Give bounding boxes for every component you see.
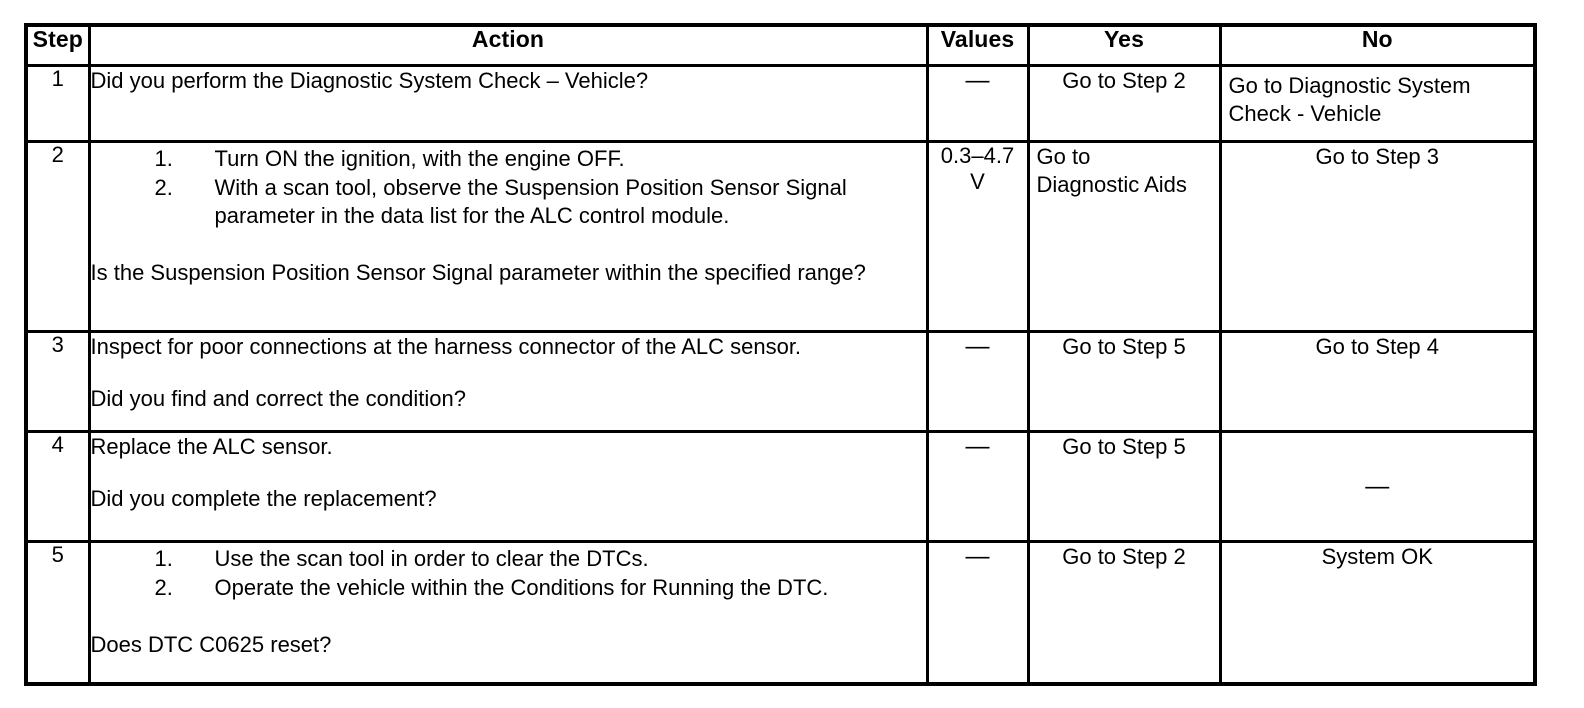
values-cell: — <box>925 430 1030 543</box>
values-cell: 0.3–4.7 V <box>925 140 1030 333</box>
no-cell: — <box>1218 430 1537 543</box>
yes-cell-line-2: Diagnostic Aids <box>1036 171 1187 197</box>
step-number-cell: 2 <box>24 140 91 333</box>
table-row: 5 1. Use the scan tool in order to clear… <box>24 540 1537 685</box>
action-text: Inspect for poor connections at the harn… <box>90 334 802 359</box>
action-cell: Inspect for poor connections at the harn… <box>87 330 929 433</box>
yes-cell: Go to Step 5 <box>1026 430 1222 543</box>
table-row: 1 Did you perform the Diagnostic System … <box>24 64 1537 143</box>
table-row: 3 Inspect for poor connections at the ha… <box>24 330 1537 433</box>
step-number-cell: 3 <box>24 330 91 433</box>
action-question: Is the Suspension Position Sensor Signal… <box>90 259 866 285</box>
action-question: Did you find and correct the condition? <box>90 385 466 411</box>
yes-cell: Go to Step 5 <box>1026 330 1222 433</box>
list-item-number: 2. <box>154 574 173 600</box>
list-item-text: Operate the vehicle within the Condition… <box>214 574 829 600</box>
yes-cell: Go to Step 2 <box>1026 540 1222 685</box>
no-cell: System OK <box>1218 540 1537 685</box>
column-header-step: Step <box>24 23 91 67</box>
diagnostic-procedure-table: Step Action Values Yes No 1 Did you perf… <box>24 23 1537 686</box>
column-header-yes: Yes <box>1026 23 1222 67</box>
values-cell: — <box>925 330 1030 433</box>
action-cell: 1. Use the scan tool in order to clear t… <box>87 540 929 685</box>
step-number-cell: 5 <box>24 540 91 685</box>
list-item: 1. Use the scan tool in order to clear t… <box>91 545 926 573</box>
spacer <box>91 361 926 383</box>
action-text: Did you perform the Diagnostic System Ch… <box>90 68 649 93</box>
yes-cell-line-1: Go to <box>1036 144 1091 169</box>
list-item-text: With a scan tool, observe the Suspension… <box>214 174 847 228</box>
header-row: Step Action Values Yes No <box>24 23 1537 67</box>
action-cell: Did you perform the Diagnostic System Ch… <box>87 64 929 143</box>
spacer <box>91 461 926 483</box>
no-cell: Go to Step 4 <box>1218 330 1537 433</box>
values-cell: — <box>925 64 1030 143</box>
spacer <box>91 231 926 257</box>
list-item-number: 2. <box>154 174 173 200</box>
spacer <box>91 603 926 629</box>
list-item-text: Turn ON the ignition, with the engine OF… <box>214 146 625 171</box>
values-cell: — <box>925 540 1030 685</box>
yes-cell: Go to Step 2 <box>1026 64 1222 143</box>
action-text: Replace the ALC sensor. <box>90 434 333 459</box>
no-cell-line-2: Check - Vehicle <box>1228 100 1382 126</box>
action-instruction-list: 1. Turn ON the ignition, with the engine… <box>91 145 926 230</box>
yes-cell: Go to Diagnostic Aids <box>1026 140 1222 333</box>
table-header: Step Action Values Yes No <box>24 23 1537 67</box>
action-question: Does DTC C0625 reset? <box>90 631 332 657</box>
table-row: 2 1. Turn ON the ignition, with the engi… <box>24 140 1537 333</box>
column-header-no: No <box>1218 23 1537 67</box>
list-item-text: Use the scan tool in order to clear the … <box>214 546 649 571</box>
no-cell-line-1: Go to Diagnostic System <box>1228 73 1471 98</box>
action-question: Did you complete the replacement? <box>90 485 437 511</box>
action-instruction-list: 1. Use the scan tool in order to clear t… <box>91 545 926 602</box>
table-row: 4 Replace the ALC sensor. Did you comple… <box>24 430 1537 543</box>
table-body: 1 Did you perform the Diagnostic System … <box>24 64 1537 685</box>
no-cell: Go to Diagnostic System Check - Vehicle <box>1218 64 1537 143</box>
column-header-action: Action <box>87 23 929 67</box>
step-number-cell: 1 <box>24 64 91 143</box>
values-line-1: 0.3–4.7 <box>940 143 1015 168</box>
list-item: 2. With a scan tool, observe the Suspens… <box>91 174 926 230</box>
no-cell: Go to Step 3 <box>1218 140 1537 333</box>
column-header-values: Values <box>925 23 1030 67</box>
list-item-number: 1. <box>154 146 173 171</box>
step-number-cell: 4 <box>24 430 91 543</box>
list-item-number: 1. <box>154 546 173 571</box>
values-line-2: V <box>970 169 985 195</box>
action-cell: 1. Turn ON the ignition, with the engine… <box>87 140 929 333</box>
list-item: 2. Operate the vehicle within the Condit… <box>91 574 926 602</box>
list-item: 1. Turn ON the ignition, with the engine… <box>91 145 926 173</box>
action-cell: Replace the ALC sensor. Did you complete… <box>87 430 929 543</box>
